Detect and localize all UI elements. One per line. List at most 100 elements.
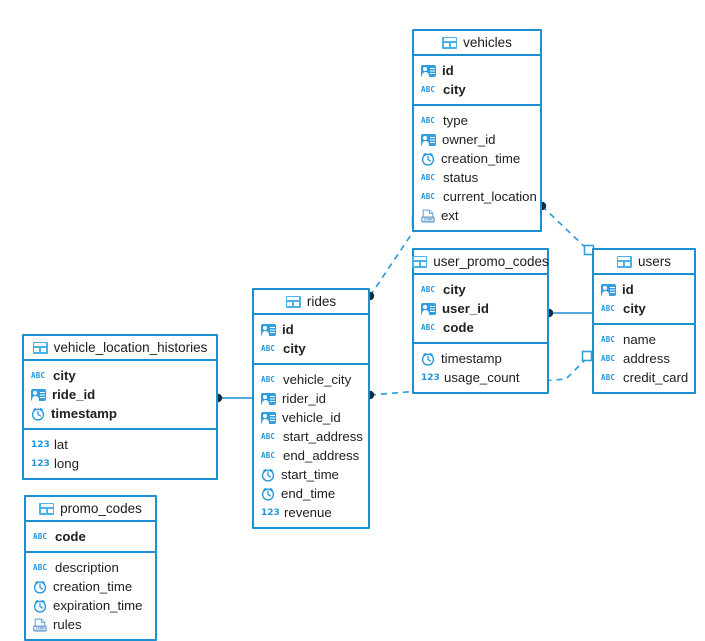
column-name-label: id bbox=[282, 322, 294, 337]
primary-key-row-id[interactable]: id bbox=[254, 320, 368, 339]
column-row-name[interactable]: ABC name bbox=[594, 330, 694, 349]
table-title-promo_codes[interactable]: promo_codes bbox=[26, 497, 155, 522]
column-name-label: city bbox=[283, 341, 306, 356]
column-name-label: end_time bbox=[281, 486, 336, 501]
column-name-label: long bbox=[54, 456, 79, 471]
column-row-long[interactable]: 123 long bbox=[24, 454, 216, 473]
primary-key-row-id[interactable]: id bbox=[414, 61, 540, 80]
table-name-label: vehicles bbox=[463, 35, 512, 50]
column-row-creation_time[interactable]: creation_time bbox=[26, 577, 155, 596]
table-title-vehicles[interactable]: vehicles bbox=[414, 31, 540, 56]
clock-icon bbox=[421, 352, 435, 366]
clock-icon bbox=[31, 407, 45, 421]
primary-key-row-timestamp[interactable]: timestamp bbox=[24, 404, 216, 423]
column-name-label: address bbox=[623, 351, 670, 366]
column-name-label: usage_count bbox=[444, 370, 520, 385]
abc-icon: ABC bbox=[601, 334, 616, 344]
table-name-label: rides bbox=[306, 294, 337, 309]
column-row-creation_time[interactable]: creation_time bbox=[414, 149, 540, 168]
column-name-label: owner_id bbox=[442, 132, 496, 147]
column-row-owner_id[interactable]: owner_id bbox=[414, 130, 540, 149]
column-row-start_time[interactable]: start_time bbox=[254, 465, 368, 484]
table-icon bbox=[442, 36, 458, 49]
number-icon: 123 bbox=[31, 458, 50, 469]
primary-key-row-ride_id[interactable]: ride_id bbox=[24, 385, 216, 404]
primary-key-row-city[interactable]: ABC city bbox=[254, 339, 368, 358]
table-title-vehicle_location_histories[interactable]: vehicle_location_histories bbox=[24, 336, 216, 361]
column-row-revenue[interactable]: 123 revenue bbox=[254, 503, 368, 522]
abc-icon: ABC bbox=[601, 372, 616, 382]
number-icon: 123 bbox=[31, 439, 50, 450]
abc-icon: ABC bbox=[421, 115, 436, 125]
column-name-label: creation_time bbox=[441, 151, 521, 166]
column-name-label: revenue bbox=[284, 505, 332, 520]
column-name-label: name bbox=[623, 332, 656, 347]
column-name-label: city bbox=[623, 301, 646, 316]
column-name-label: ext bbox=[441, 208, 459, 223]
table-name-label: users bbox=[637, 254, 671, 269]
column-name-label: code bbox=[55, 529, 86, 544]
table-title-user_promo_codes[interactable]: user_promo_codes bbox=[412, 250, 549, 275]
number-icon: 123 bbox=[261, 507, 280, 518]
column-name-label: timestamp bbox=[441, 351, 502, 366]
table-title-rides[interactable]: rides bbox=[254, 290, 368, 315]
column-row-timestamp[interactable]: timestamp bbox=[414, 349, 547, 368]
abc-icon: ABC bbox=[601, 303, 616, 313]
clock-icon bbox=[261, 487, 275, 501]
abc-icon: ABC bbox=[261, 431, 276, 441]
person-id-icon bbox=[261, 411, 276, 424]
column-name-label: vehicle_id bbox=[282, 410, 341, 425]
clock-icon bbox=[33, 599, 47, 613]
column-row-rider_id[interactable]: rider_id bbox=[254, 389, 368, 408]
column-name-label: rider_id bbox=[282, 391, 326, 406]
column-row-rules[interactable]: JSON rules bbox=[26, 615, 155, 634]
abc-icon: ABC bbox=[33, 562, 48, 572]
clock-icon bbox=[33, 580, 47, 594]
person-id-icon bbox=[421, 133, 436, 146]
abc-icon: ABC bbox=[261, 343, 276, 353]
person-id-icon bbox=[421, 302, 436, 315]
json-icon: JSON bbox=[33, 618, 47, 632]
column-name-label: rules bbox=[53, 617, 82, 632]
column-row-vehicle_id[interactable]: vehicle_id bbox=[254, 408, 368, 427]
column-name-label: id bbox=[622, 282, 634, 297]
abc-icon: ABC bbox=[31, 370, 46, 380]
table-title-users[interactable]: users bbox=[594, 250, 694, 275]
primary-key-row-city[interactable]: ABC city bbox=[594, 299, 694, 318]
primary-key-row-id[interactable]: id bbox=[594, 280, 694, 299]
table-icon bbox=[412, 255, 428, 268]
person-id-icon bbox=[261, 392, 276, 405]
primary-key-row-user_id[interactable]: user_id bbox=[414, 299, 547, 318]
column-row-expiration_time[interactable]: expiration_time bbox=[26, 596, 155, 615]
column-row-end_time[interactable]: end_time bbox=[254, 484, 368, 503]
